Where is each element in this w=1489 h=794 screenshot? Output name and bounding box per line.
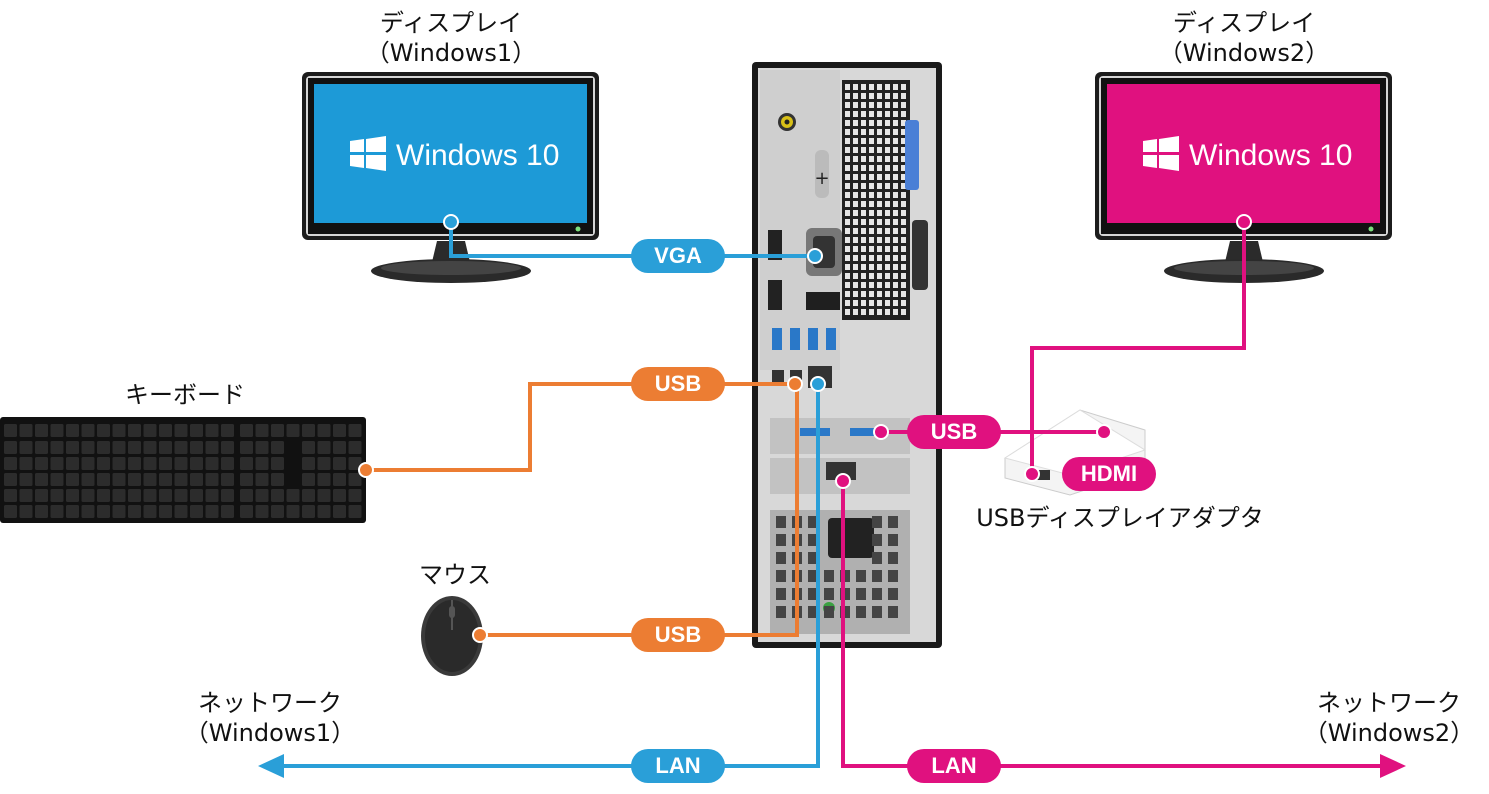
arrow-left-icon [258, 754, 284, 778]
lan-windows1-badge: LAN [631, 749, 725, 783]
usb-keyboard-badge: USB [631, 367, 725, 401]
usb-mouse-badge: USB [631, 618, 725, 652]
keyboard-image [0, 417, 366, 523]
screen-text-windows1: Windows 10 [396, 139, 559, 172]
screen-windows1 [314, 84, 587, 223]
hdmi-badge: HDMI [1062, 457, 1156, 491]
display-windows2-title: ディスプレイ （Windows2） [1158, 9, 1330, 67]
network-windows2-label: ネットワーク （Windows2） [1303, 689, 1475, 747]
display-windows1-title: ディスプレイ （Windows1） [365, 9, 537, 67]
mouse-image [421, 596, 483, 676]
usb-display-adapter-label: USBディスプレイアダプタ [976, 504, 1264, 532]
hdmi-cable [1030, 222, 1246, 474]
lan-windows2-cable [841, 481, 1385, 768]
pc-tower: + [752, 62, 942, 648]
svg-text:+: + [814, 168, 829, 189]
screen-text-windows2: Windows 10 [1189, 139, 1352, 172]
lan-windows2-badge: LAN [907, 749, 1001, 783]
windows-logo-icon [1143, 136, 1179, 171]
network-windows1-label: ネットワーク （Windows1） [184, 689, 356, 747]
keyboard-label: キーボード [125, 381, 245, 409]
vga-badge: VGA [631, 239, 725, 273]
usb-mouse-cable [480, 388, 799, 637]
arrow-right-icon [1380, 754, 1406, 778]
usb-keyboard-cable [366, 382, 795, 472]
screen-windows2 [1107, 84, 1380, 223]
usb-adapter-badge: USB [907, 415, 1001, 449]
windows-logo-icon [350, 136, 386, 171]
vent-grid [842, 80, 910, 320]
lan-windows1-cable [280, 384, 820, 768]
monitor-windows2: Windows 10 [1095, 72, 1392, 283]
mouse-label: マウス [419, 561, 491, 589]
